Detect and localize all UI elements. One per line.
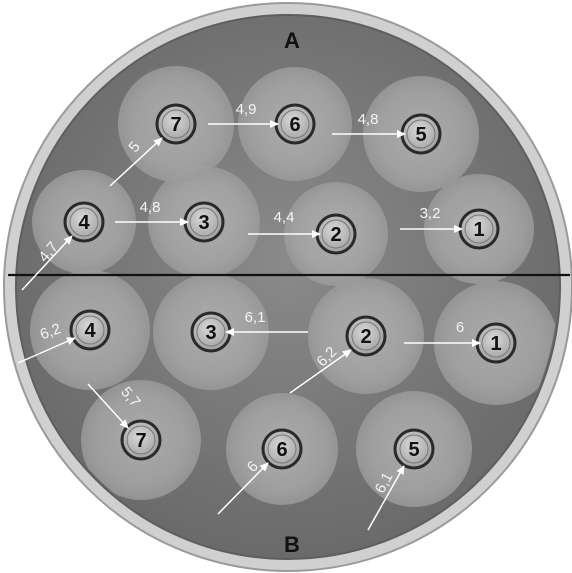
disk-number-b-6: 6 [276,439,287,461]
measurement-arrow-b-6 [217,462,269,515]
measurement-label-a-6: 4,9 [236,101,257,118]
disk-b-7 [120,419,162,461]
disk-number-a-1: 1 [473,219,484,241]
disk-number-b-5: 5 [408,439,419,461]
disk-number-b-2: 2 [360,326,371,348]
measurement-label-a-3: 4,8 [140,199,161,216]
disk-b-2 [345,315,387,357]
antibiotic-disks: 1 2 3 4 5 6 7 1 2 3 4 5 6 7 [63,103,517,470]
disk-inner-ring-b-2 [351,321,381,351]
disk-inner-ring-b-6 [267,434,297,464]
disk-inner-ring-a-5 [406,119,436,149]
measurement-arrow-b-2 [289,349,352,394]
disk-b-4 [69,309,111,351]
disk-number-b-7: 7 [135,430,146,452]
disk-a-4 [63,201,105,243]
disk-inner-ring-b-5 [399,434,429,464]
disk-number-a-4: 4 [78,212,90,234]
disk-number-a-3: 3 [198,212,209,234]
disk-b-5 [393,428,435,470]
disk-b-6 [261,428,303,470]
disk-number-a-6: 6 [289,114,300,136]
measurement-label-a-5: 4,8 [358,111,379,128]
disk-number-a-7: 7 [170,114,181,136]
disk-number-b-3: 3 [205,322,216,344]
half-a-label: A [284,28,300,53]
measurement-arrow-b-4 [17,337,76,364]
disk-inner-ring-a-3 [189,207,219,237]
disk-inner-ring-a-7 [161,109,191,139]
measurement-arrow-a-4 [21,235,73,291]
measurement-arrow-b-7 [87,383,129,429]
disk-inner-ring-a-6 [280,109,310,139]
half-b-label: B [284,532,300,557]
disk-inner-ring-a-1 [464,214,494,244]
measurement-label-b-4: 6,2 [38,320,63,343]
measurement-label-b-1: 6 [456,319,464,336]
disk-inner-ring-b-7 [126,425,156,455]
disk-a-7 [155,103,197,145]
measurement-label-b-3: 6,1 [245,309,266,326]
measurement-arrow-a-7 [109,137,163,187]
disk-number-b-1: 1 [490,333,501,355]
disk-inner-ring-b-1 [481,328,511,358]
disk-inner-ring-a-4 [69,207,99,237]
disk-number-a-5: 5 [415,124,426,146]
disk-number-a-2: 2 [330,224,341,246]
measurement-arrow-b-5 [367,465,405,531]
measurement-label-a-1: 3,2 [420,205,441,222]
disk-number-b-4: 4 [84,320,96,342]
disk-inner-ring-b-4 [75,315,105,345]
disk-inner-ring-a-2 [321,219,351,249]
measurement-label-a-2: 4,4 [274,209,295,226]
